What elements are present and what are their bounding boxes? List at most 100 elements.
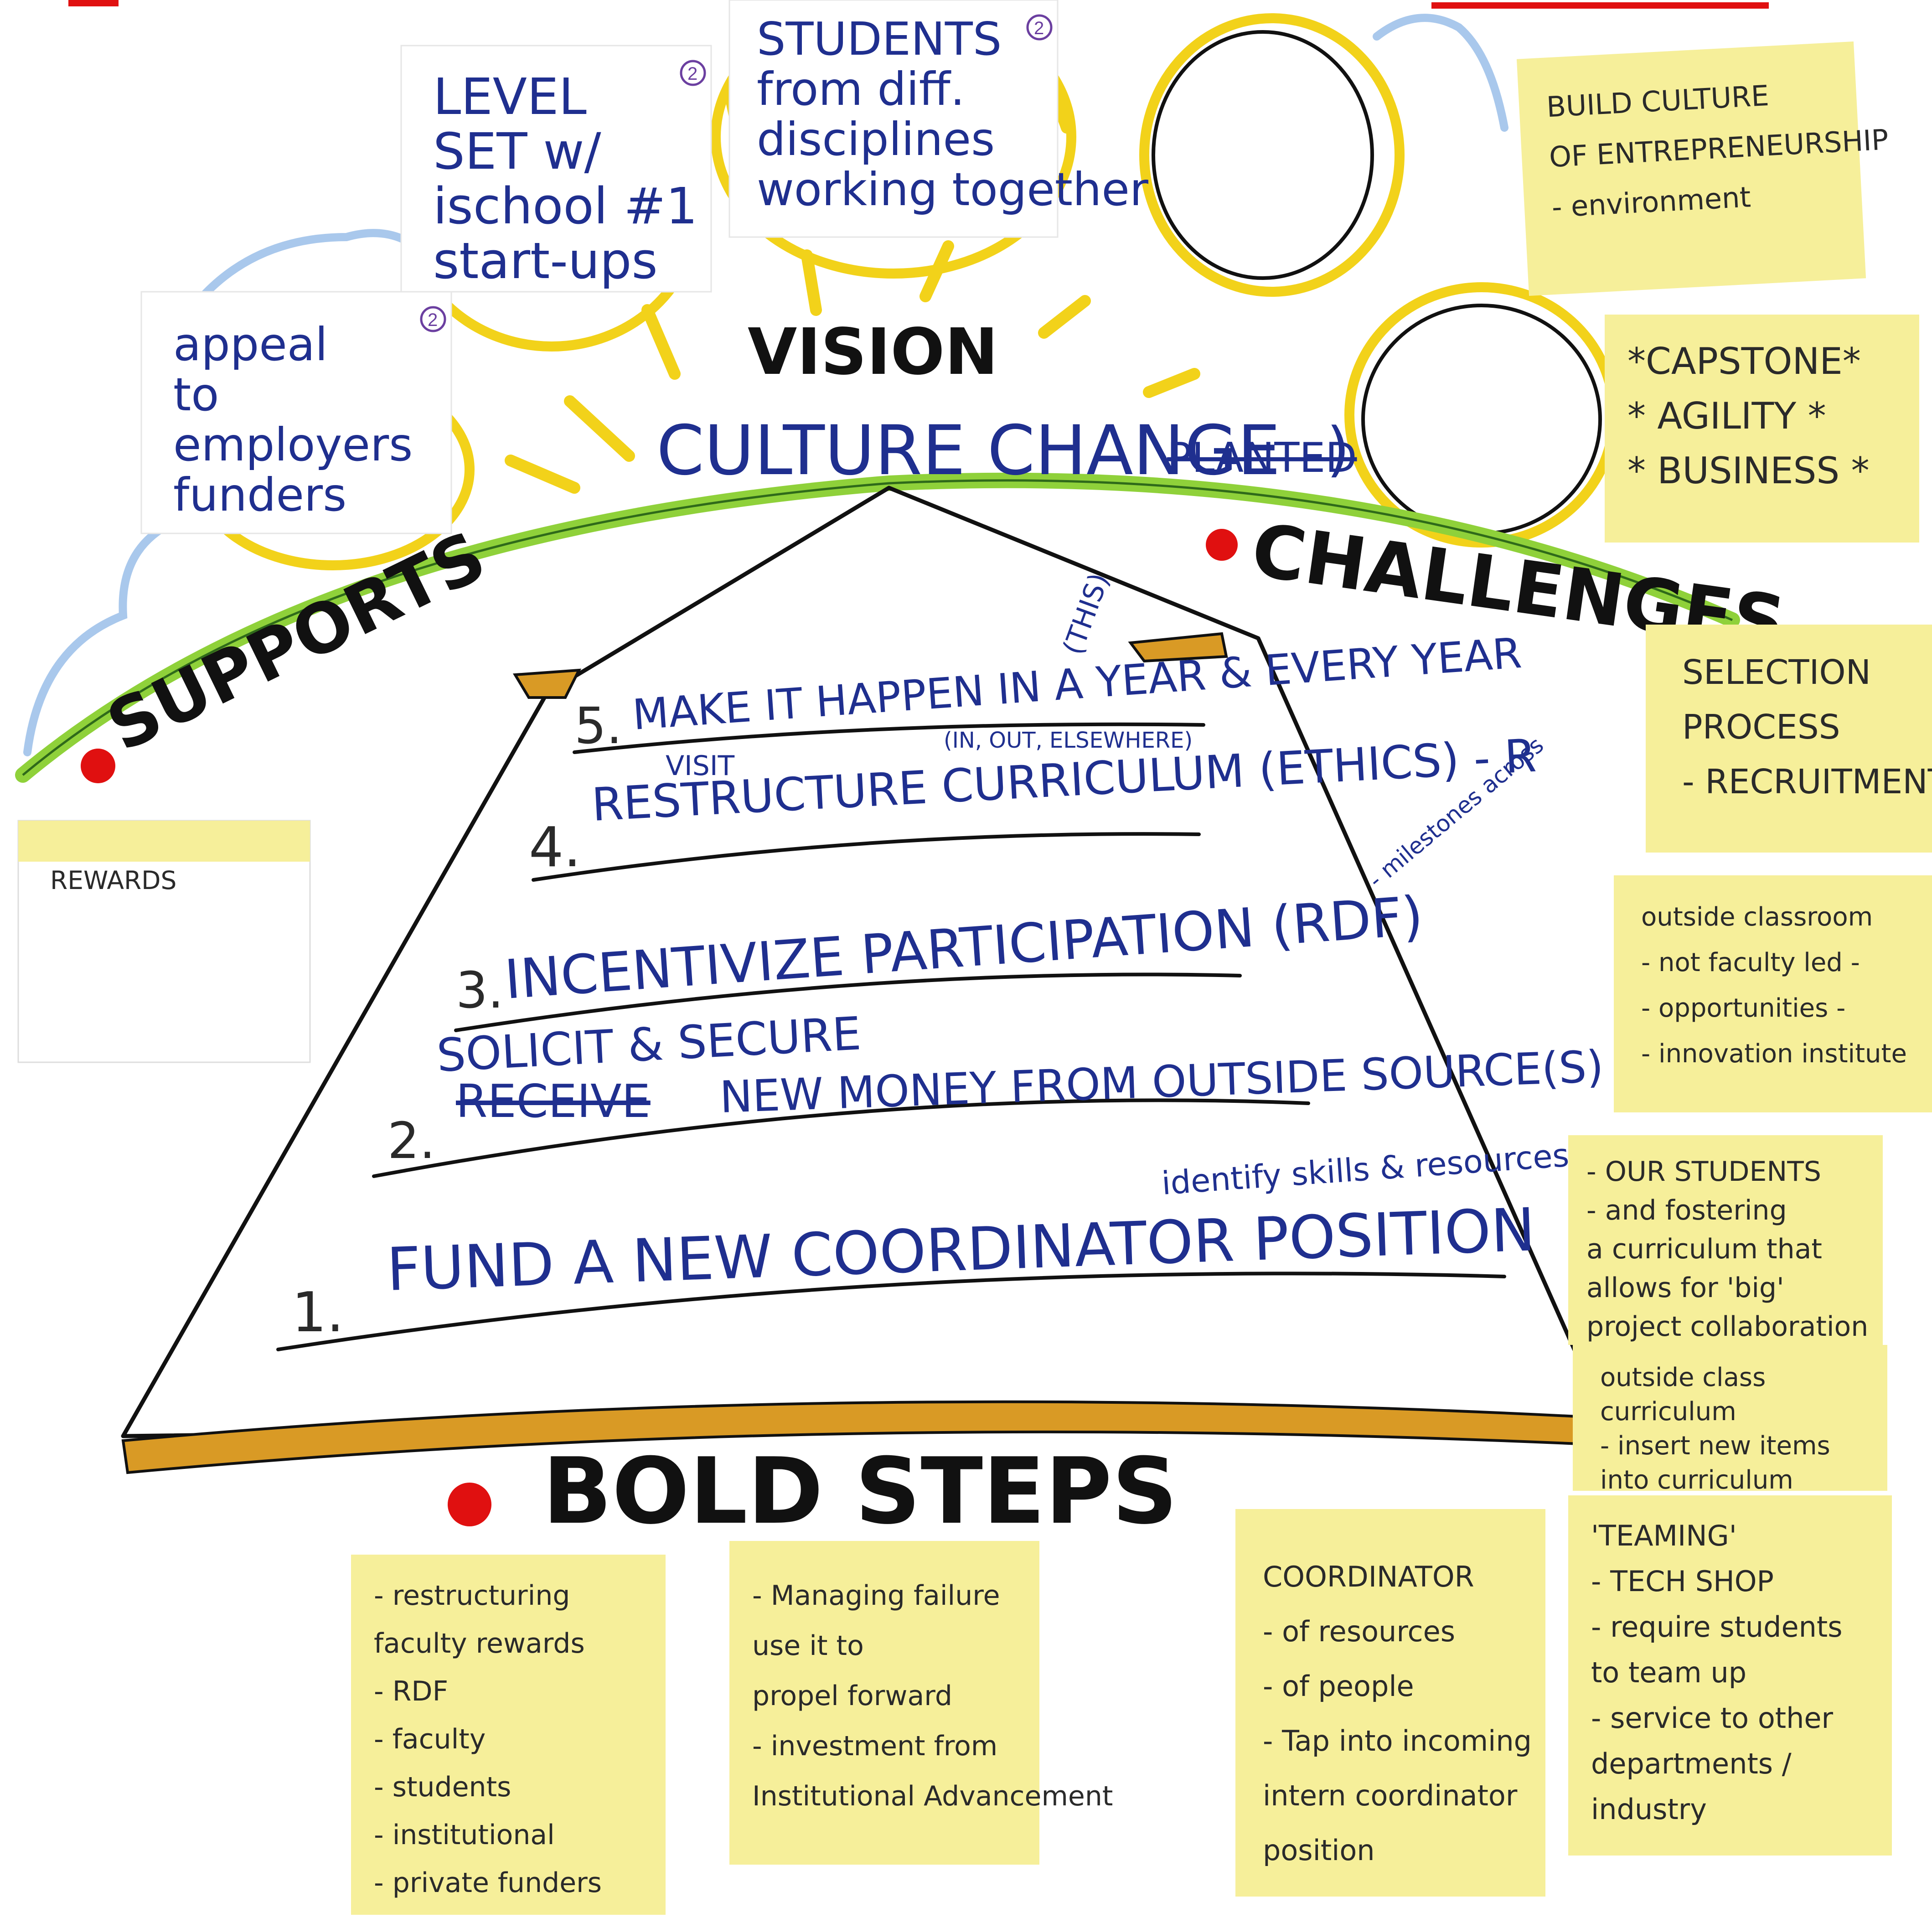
- challenge-note-2-line: *CAPSTONE*: [1627, 340, 1861, 383]
- sun-card-2-line: ischool #1: [433, 177, 697, 235]
- bold-step-note-1-line: - faculty: [374, 1723, 486, 1755]
- sun-card-3-line: working together: [757, 163, 1149, 216]
- challenge-note-7: 'TEAMING'- TECH SHOP- require studentsto…: [1568, 1495, 1892, 1856]
- sun-card-2-line: start-ups: [433, 232, 658, 290]
- step-5-annotation: (THIS): [1057, 569, 1116, 659]
- bold-step-note-3: COORDINATOR- of resources- of people- Ta…: [1235, 1509, 1545, 1897]
- supports-heading: SUPPORTS: [96, 517, 498, 767]
- challenge-note-2-paper: [1605, 315, 1919, 543]
- priority-badge: 2: [428, 310, 438, 330]
- challenge-note-3-line: - RECRUITMENT: [1682, 762, 1932, 801]
- challenge-note-3-paper: [1646, 625, 1932, 853]
- sun-card-3-line: STUDENTS: [757, 12, 1002, 66]
- challenge-note-7-line: departments /: [1591, 1747, 1792, 1780]
- supports-sticky: REWARDS: [17, 820, 311, 1063]
- challenge-note-6-line: into curriculum: [1600, 1465, 1793, 1495]
- bold-step-note-1-paper: [351, 1555, 666, 1915]
- cloud-outline-right: [1373, 14, 1508, 132]
- bold-step-note-1-line: - restructuring: [374, 1580, 570, 1612]
- challenge-note-7-line: industry: [1591, 1793, 1707, 1826]
- challenge-note-4-line: - innovation institute: [1641, 1039, 1907, 1069]
- bold-step-note-1-line: - RDF: [374, 1675, 448, 1707]
- priority-badge-circle: [1026, 14, 1053, 41]
- challenge-note-3: SELECTION PROCESS - RECRUITMENT: [1646, 625, 1932, 853]
- bold-step-note-3-line: - of resources: [1263, 1615, 1455, 1648]
- bold-step-note-1-line: faculty rewards: [374, 1628, 585, 1659]
- step-2-strike: RECEIVE: [456, 1075, 651, 1128]
- challenge-note-5-paper: [1568, 1135, 1883, 1345]
- vision-statement-strike: PLANTED: [1167, 434, 1357, 482]
- priority-badge-circle: [420, 306, 446, 332]
- challenge-note-7-line: 'TEAMING': [1591, 1519, 1737, 1552]
- step-3-number: 3.: [456, 961, 504, 1019]
- step-lines: [276, 722, 1506, 1351]
- bold-step-note-2: - Managing failure use it to propel forwar…: [729, 1541, 1113, 1865]
- priority-badge-circle: [680, 60, 706, 86]
- orange-tab-left: [512, 668, 582, 699]
- step-3-text: INCENTIVIZE PARTICIPATION (RDF): [502, 884, 1425, 1011]
- vision-statement: CULTURE CHANGE: [656, 411, 1281, 491]
- priority-badge: 2: [1034, 18, 1044, 38]
- challenge-note-5-line: allows for 'big': [1586, 1272, 1784, 1304]
- challenge-note-7-paper: [1568, 1495, 1892, 1856]
- vision-heading: VISION: [748, 315, 998, 389]
- sun-card-3-line: disciplines: [757, 113, 995, 166]
- step-4-above: VISIT: [666, 750, 735, 782]
- bold-step-note-2-line: - Managing failure: [752, 1580, 1000, 1612]
- bold-step-note-2-line: - investment from: [752, 1730, 997, 1762]
- challenge-note-5-line: a curriculum that: [1586, 1233, 1822, 1265]
- supports-sticky-strip: [18, 821, 310, 862]
- challenge-note-4-paper: [1614, 875, 1932, 1112]
- sun-card-3-paper: [728, 0, 1059, 238]
- challenge-note-4-line: - opportunities -: [1641, 993, 1845, 1023]
- step-1-number: 1.: [292, 1281, 344, 1344]
- bold-step-note-1-line: - institutional: [374, 1819, 555, 1851]
- sun-card-1-line: funders: [173, 468, 346, 522]
- challenge-note-6-paper: [1573, 1345, 1887, 1491]
- bold-step-note-3-line: position: [1263, 1834, 1375, 1867]
- sun-circle-outline-2: [1361, 304, 1602, 535]
- bold-step-notes: - restructuring faculty rewards - RDF - fac…: [351, 1509, 1545, 1915]
- challenge-note-2-line: * BUSINESS *: [1627, 450, 1870, 492]
- sun-card-1-line: to: [173, 368, 219, 421]
- challenge-note-6-line: outside class: [1600, 1363, 1766, 1392]
- step-1-text: FUND A NEW COORDINATOR POSITION: [386, 1195, 1536, 1304]
- challenge-note-6-line: - insert new items: [1600, 1431, 1830, 1461]
- bold-step-note-3-line: intern coordinator: [1263, 1779, 1518, 1812]
- red-dot-bold-steps: [448, 1483, 491, 1526]
- challenge-note-4: outside classroom- not faculty led -- op…: [1614, 875, 1932, 1112]
- challenge-note-2: *CAPSTONE* * AGILITY * * BUSINESS *: [1605, 315, 1919, 543]
- step-3: 3. INCENTIVIZE PARTICIPATION (RDF): [456, 884, 1425, 1019]
- challenge-note-5-line: - OUR STUDENTS: [1586, 1156, 1821, 1188]
- sun-card-2-paper: [400, 45, 712, 293]
- challenge-note-6-line: curriculum: [1600, 1397, 1736, 1427]
- challenge-note-6: outside class curriculum - insert new item…: [1573, 1345, 1887, 1495]
- sun-circle-outline: [1152, 30, 1374, 280]
- bold-step-note-1: - restructuring faculty rewards - RDF - fac…: [351, 1555, 666, 1915]
- challenge-note-3-line: PROCESS: [1682, 708, 1840, 747]
- bold-steps-heading: BOLD STEPS: [542, 1438, 1178, 1545]
- bold-step-note-2-line: propel forward: [752, 1680, 952, 1712]
- step-1-annotation: identify skills & resources: [1160, 1137, 1570, 1202]
- bold-step-note-2-line: use it to: [752, 1630, 864, 1662]
- step-1: identify skills & resources 1. FUND A NE…: [292, 1137, 1570, 1344]
- challenge-note-3-line: SELECTION: [1682, 653, 1871, 692]
- bold-step-note-3-line: COORDINATOR: [1263, 1560, 1474, 1593]
- sun-card-2-line: SET w/: [433, 122, 601, 181]
- bold-step-note-3-paper: [1235, 1509, 1545, 1897]
- sun-card-1-paper: [140, 291, 452, 534]
- step-4-number: 4.: [529, 816, 581, 879]
- challenge-note-4-line: - not faculty led -: [1641, 948, 1860, 977]
- challenge-note-2-line: * AGILITY *: [1627, 395, 1826, 437]
- bold-step-note-3-line: - Tap into incoming: [1263, 1724, 1532, 1758]
- sun-card-3-line: from diff.: [757, 62, 965, 116]
- step-4-above-note: (IN, OUT, ELSEWHERE): [944, 728, 1193, 753]
